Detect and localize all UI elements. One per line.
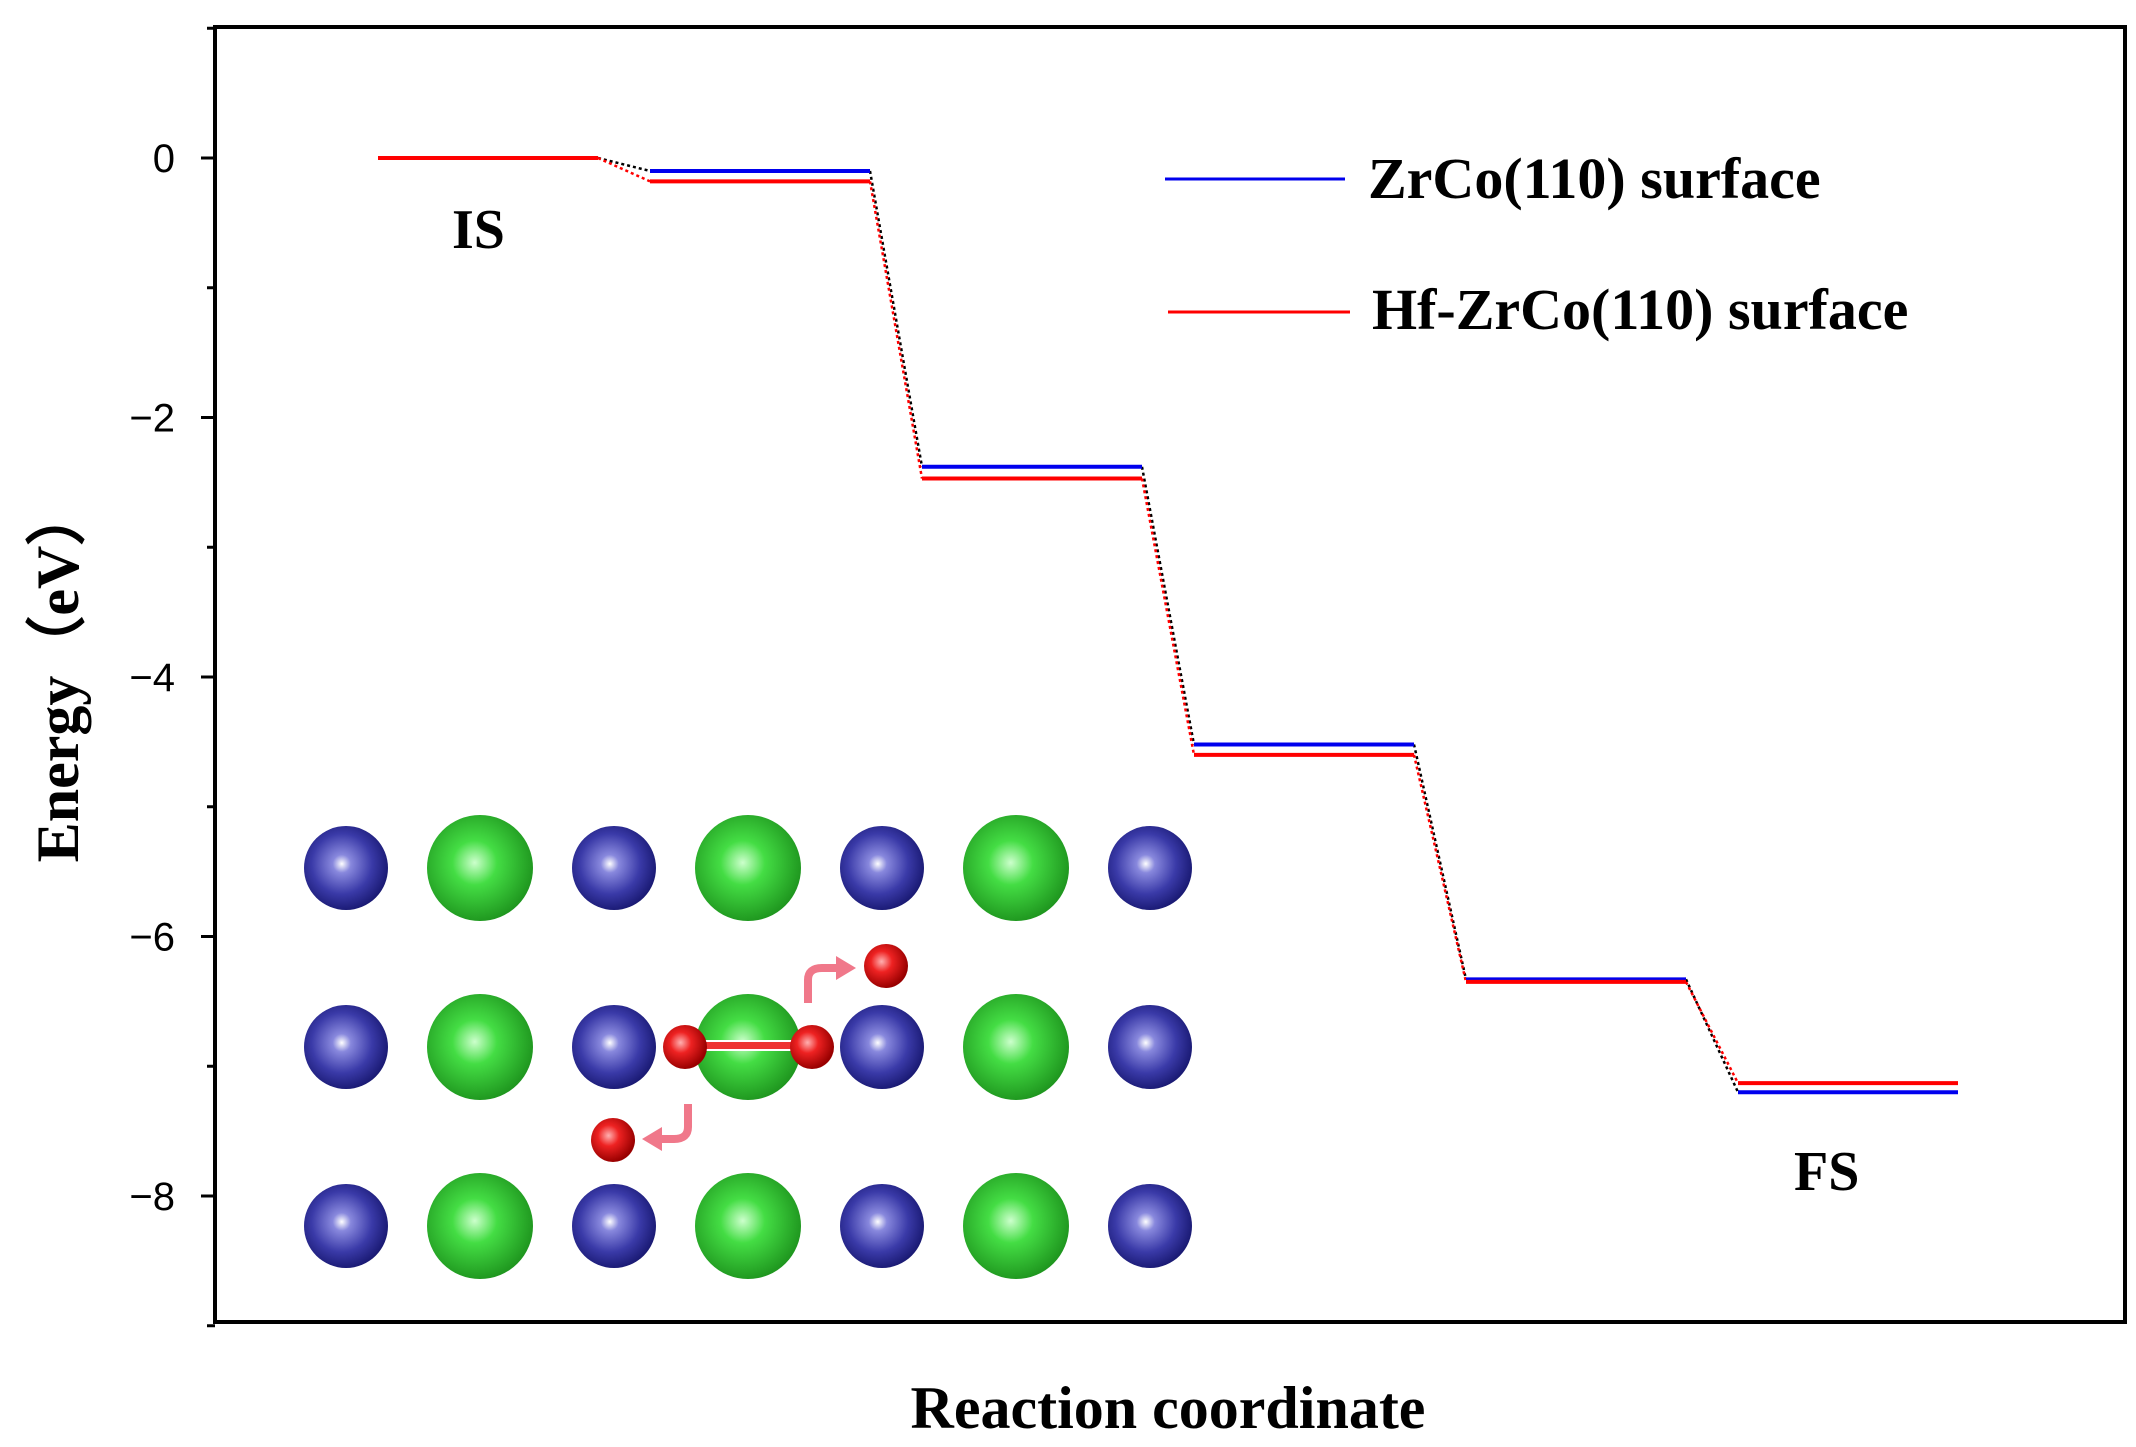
step-connector — [1140, 478, 1196, 756]
zr-atom — [963, 815, 1069, 921]
plot-frame — [213, 25, 2127, 1324]
atomic-structure-inset — [304, 815, 1192, 1279]
final-state-label: FS — [1794, 1141, 1859, 1203]
dissociation-arrow-up — [804, 956, 856, 1003]
step-connector — [868, 170, 924, 468]
zr-atom — [695, 1173, 801, 1279]
zr-atom — [427, 994, 533, 1100]
zr-atom — [427, 1173, 533, 1279]
zr-atom — [695, 815, 801, 921]
co-atom — [304, 1184, 388, 1268]
zr-atom — [963, 994, 1069, 1100]
step-connector — [597, 156, 651, 183]
y-tick-label: −4 — [129, 656, 175, 700]
co-atom — [1108, 1184, 1192, 1268]
y-axis-title: Energy（eV） — [24, 486, 91, 863]
legend-label-hf-zrco: Hf-ZrCo(110) surface — [1372, 277, 1908, 342]
energy-levels — [378, 156, 1958, 1095]
step-connector — [1684, 981, 1740, 1084]
oxygen-atom — [591, 1118, 635, 1162]
step-connector — [1412, 744, 1468, 980]
co-atom — [840, 1005, 924, 1089]
step-connectors — [597, 156, 1740, 1093]
legend: ZrCo(110) surface Hf-ZrCo(110) surface — [1165, 146, 1908, 342]
co-atom — [1108, 1005, 1192, 1089]
y-tick-label: −8 — [129, 1175, 175, 1219]
y-tick-label: 0 — [153, 137, 175, 181]
step-connector — [1412, 754, 1468, 983]
co-atom — [572, 826, 656, 910]
co-atom — [1108, 826, 1192, 910]
step-connector — [868, 181, 924, 479]
oxygen-atom — [864, 944, 908, 988]
y-tick-label: −6 — [129, 916, 175, 960]
initial-state-label: IS — [452, 199, 505, 261]
oxygen-atom — [663, 1025, 707, 1069]
legend-label-zrco: ZrCo(110) surface — [1368, 146, 1821, 211]
co-atom — [304, 1005, 388, 1089]
co-atom — [304, 826, 388, 910]
y-axis-ticks: 0 −2 −4 −6 −8 — [129, 26, 215, 1328]
x-axis-title: Reaction coordinate — [911, 1375, 1426, 1441]
dissociation-arrow-down — [642, 1104, 692, 1151]
step-connector — [597, 156, 651, 173]
zr-atom — [427, 815, 533, 921]
co-atom — [840, 1184, 924, 1268]
step-connector — [1684, 978, 1740, 1093]
atom-grid — [304, 815, 1192, 1279]
zr-atom — [963, 1173, 1069, 1279]
y-tick-label: −2 — [129, 397, 175, 441]
co-atom — [572, 1005, 656, 1089]
oxygen-atom — [790, 1025, 834, 1069]
co-atom — [840, 826, 924, 910]
step-connector — [1140, 466, 1196, 745]
co-atom — [572, 1184, 656, 1268]
